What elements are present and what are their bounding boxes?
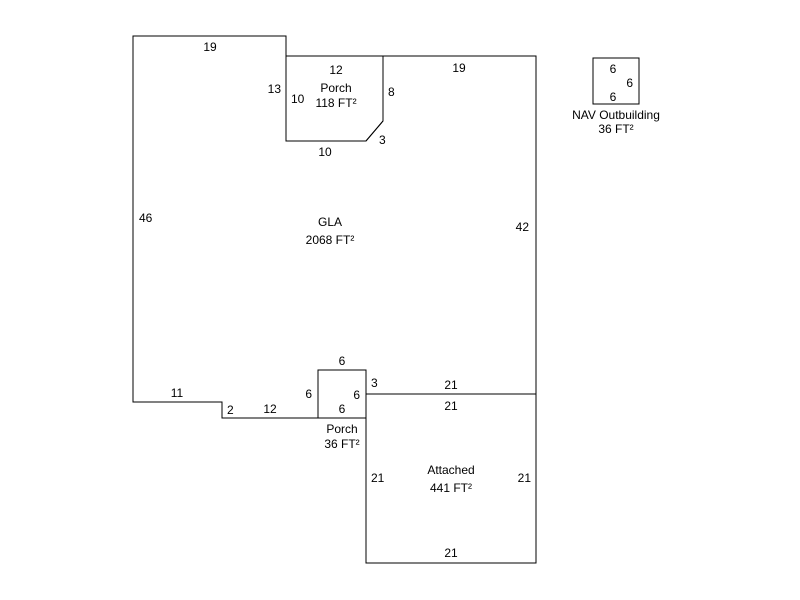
dim-gla-bottom-right: 21 <box>444 378 458 392</box>
dim-porch-bottom-bottom: 6 <box>339 402 346 416</box>
dim-porch-bottom-top: 6 <box>339 354 346 368</box>
dim-porch-bottom-right: 6 <box>353 388 360 402</box>
porch-36-area-label: 36 FT² <box>324 437 359 451</box>
dim-outbuilding-bottom: 6 <box>610 90 617 104</box>
porch-36-label: Porch <box>326 422 357 436</box>
porch-118-label: Porch <box>320 81 351 95</box>
dim-gla-bottom-mid: 12 <box>263 402 277 416</box>
dim-porch-top-right: 8 <box>388 85 395 99</box>
dim-gla-step-down: 2 <box>227 403 234 417</box>
gla-label: GLA <box>318 215 342 229</box>
porch-118-outline <box>285 55 384 142</box>
porch-118-area-label: 118 FT² <box>315 96 356 110</box>
dim-attached-top: 21 <box>444 399 458 413</box>
dim-porch-top-diag: 3 <box>379 133 386 147</box>
outbuilding-area-label: 36 FT² <box>598 122 633 136</box>
dim-porch-bottom-left: 6 <box>305 387 312 401</box>
dim-porch-top-width: 12 <box>329 63 343 77</box>
dim-gla-top-left: 19 <box>203 40 217 54</box>
dim-gla-right: 42 <box>516 220 530 234</box>
dim-gla-bottom-left: 11 <box>171 386 184 400</box>
gla-area-label: 2068 FT² <box>306 233 355 247</box>
dim-porch-top-left: 10 <box>291 92 305 106</box>
outbuilding-outline <box>592 57 640 105</box>
attached-outline <box>365 393 537 564</box>
dim-attached-right: 21 <box>518 471 532 485</box>
dim-gla-left: 46 <box>139 211 153 225</box>
dim-gla-notch-right: 3 <box>371 376 378 390</box>
dim-gla-top-right: 19 <box>452 61 466 75</box>
dim-attached-left: 21 <box>371 471 385 485</box>
attached-label: Attached <box>427 463 474 477</box>
outbuilding-label: NAV Outbuilding <box>572 108 660 122</box>
attached-area-label: 441 FT² <box>430 481 472 495</box>
dim-gla-under-porch: 10 <box>318 145 332 159</box>
dim-outbuilding-right: 6 <box>626 76 633 90</box>
dim-gla-porch-step: 13 <box>268 82 282 96</box>
dim-outbuilding-top: 6 <box>610 62 617 76</box>
dim-attached-bottom: 21 <box>444 546 458 560</box>
